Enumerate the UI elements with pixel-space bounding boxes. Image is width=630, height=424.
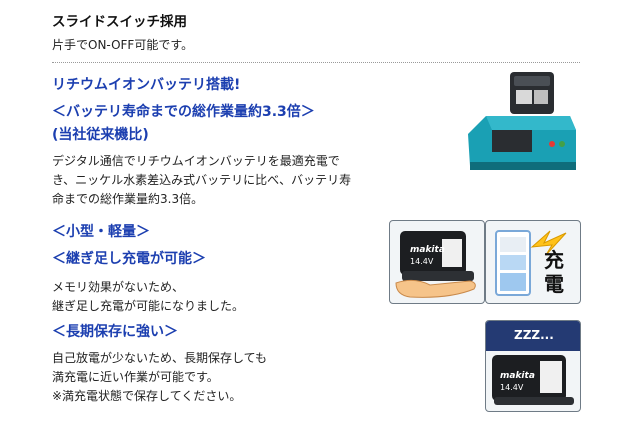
charge-label-bottom: 電 <box>544 272 564 296</box>
lithium-body-line: デジタル通信でリチウムイオンバッテリを最適充電で <box>52 154 340 168</box>
lithium-heading: リチウムイオンバッテリ搭載! <box>52 77 241 93</box>
lithium-body-line: き、ニッケル水素差込み式バッテリに比べ、バッテリ寿 <box>52 173 352 187</box>
sleeping-battery-icon <box>486 321 580 405</box>
section-divider <box>52 62 580 63</box>
topup-body-line: 継ぎ足し充電が可能になりました。 <box>52 299 245 313</box>
topup-body-line: メモリ効果がないため、 <box>52 280 185 294</box>
battery-voltage-label: 14.4V <box>410 257 434 266</box>
battery-life-heading: ＜バッテリ寿命までの総作業量約3.3倍＞ <box>52 104 315 120</box>
compact-heading: ＜小型・軽量＞ <box>52 224 150 240</box>
storage-tile: ZZZ... makita 14.4V <box>485 320 581 412</box>
storage-heading: ＜長期保存に強い＞ <box>52 324 178 340</box>
battery-brand: makita <box>410 245 445 255</box>
charger-illustration <box>458 64 582 182</box>
storage-body: 自己放電が少ないため、長期保存しても 満充電に近い作業が可能です。 ※満充電状態… <box>52 349 267 406</box>
topup-body: メモリ効果がないため、 継ぎ足し充電が可能になりました。 <box>52 278 244 316</box>
battery-brand-storage: makita <box>500 371 535 381</box>
battery-life-note: (当社従来機比) <box>52 127 149 143</box>
charging-gauge-icon <box>495 230 567 296</box>
topup-heading: ＜継ぎ足し充電が可能＞ <box>52 251 206 267</box>
battery-voltage-storage: 14.4V <box>500 383 524 392</box>
charger-with-battery-icon <box>468 72 576 170</box>
storage-body-line: 自己放電が少ないため、長期保存しても <box>52 351 268 365</box>
slide-switch-heading: スライドスイッチ採用 <box>52 14 187 30</box>
battery-in-hand-icon <box>395 231 476 298</box>
sleep-text: ZZZ... <box>514 328 554 342</box>
lithium-body-line: 命までの総作業量約3.3倍。 <box>52 192 204 206</box>
slide-switch-text: 片手でON-OFF可能です。 <box>52 38 194 52</box>
battery-hand-tile: makita 14.4V <box>389 220 485 304</box>
lithium-body: デジタル通信でリチウムイオンバッテリを最適充電で き、ニッケル水素差込み式バッテ… <box>52 152 382 209</box>
charging-tile: 充 電 <box>485 220 581 304</box>
storage-body-line: ※満充電状態で保存してください。 <box>52 389 242 403</box>
storage-body-line: 満充電に近い作業が可能です。 <box>52 370 219 384</box>
charge-label-top: 充 <box>544 248 564 272</box>
